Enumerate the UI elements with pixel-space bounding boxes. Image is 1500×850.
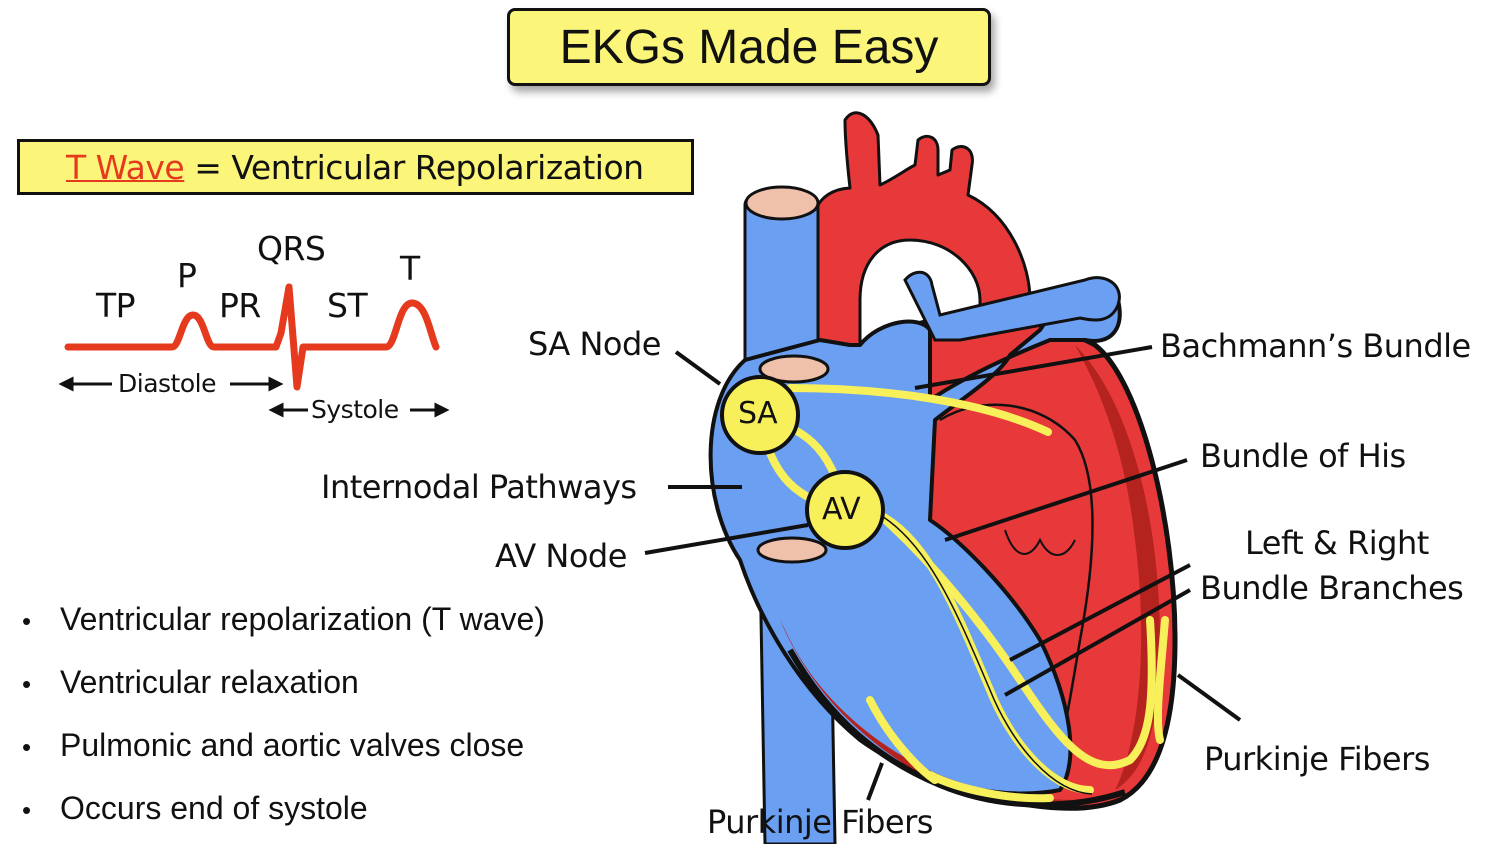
av-vessel-opening — [756, 536, 828, 564]
bullet-icon: • — [22, 732, 32, 762]
valve-curve — [1004, 529, 1076, 556]
sa-circle-text: SA — [738, 396, 778, 431]
bachmanns-bundle-label: Bachmann’s Bundle — [1160, 327, 1471, 365]
bundle-of-his-label: Bundle of His — [1200, 437, 1406, 475]
pulmonary-artery — [903, 270, 1121, 342]
purkinje-fibers-right-label: Purkinje Fibers — [1204, 740, 1430, 778]
svc-opening — [744, 185, 820, 221]
t-wave-definition: T Wave = Ventricular Repolarization — [17, 139, 694, 195]
list-item: •Pulmonic and aortic valves close — [22, 724, 545, 787]
t-wave-meaning: Ventricular Repolarization — [231, 147, 644, 187]
bullet-icon: • — [22, 795, 32, 825]
bullet-icon: • — [22, 669, 32, 699]
sa-node-circle — [720, 375, 800, 455]
ekg-waveform — [64, 283, 440, 391]
list-item: •Occurs end of systole — [22, 787, 545, 850]
diastole-label: Diastole — [118, 369, 216, 398]
sa-vessel-opening — [758, 354, 830, 384]
bullet-icon: • — [22, 606, 32, 636]
conduction-pathway-outline — [879, 514, 1093, 795]
list-item: •Ventricular repolarization (T wave) — [22, 598, 545, 661]
t-wave-facts-list: •Ventricular repolarization (T wave) •Ve… — [22, 598, 545, 850]
p-label: P — [177, 256, 197, 295]
aorta — [808, 111, 1032, 352]
av-circle-text: AV — [822, 492, 861, 527]
heart-bottom-outline — [787, 648, 1126, 808]
page-title: EKGs Made Easy — [507, 8, 991, 86]
list-item: •Ventricular relaxation — [22, 661, 545, 724]
left-ventricle-shade — [1075, 345, 1160, 790]
st-label: ST — [327, 286, 368, 325]
systole-label: Systole — [311, 395, 399, 424]
av-node-label: AV Node — [495, 537, 627, 575]
sa-node-label: SA Node — [528, 325, 661, 363]
qrs-label: QRS — [257, 229, 326, 268]
pr-label: PR — [219, 286, 261, 325]
leader-lines — [644, 345, 1242, 801]
equals-sign: = — [194, 147, 222, 187]
t-wave-term: T Wave — [66, 147, 185, 187]
av-node-circle — [805, 470, 885, 550]
bundle-branches-label-line2: Bundle Branches — [1200, 569, 1464, 607]
bundle-branches-label-line1: Left & Right — [1245, 524, 1429, 562]
t-label: T — [400, 249, 420, 288]
tp-label: TP — [96, 286, 136, 325]
purkinje-fibers-bottom-label: Purkinje Fibers — [707, 803, 933, 841]
internodal-pathways-label: Internodal Pathways — [321, 468, 637, 506]
